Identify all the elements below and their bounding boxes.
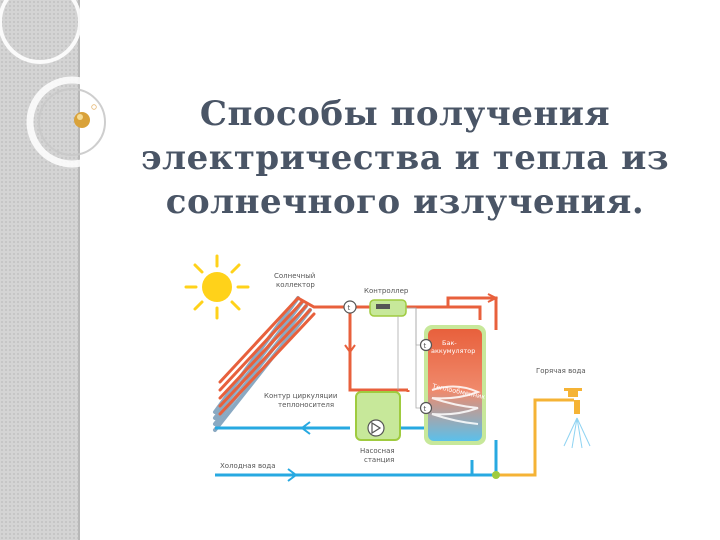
collector-label-1: Солнечный [274,272,315,280]
pump-label-1: Насосная [360,447,395,455]
circuit-label-2: теплоносителя [278,401,334,409]
hot-pipe [297,293,499,392]
title-line-3: солнечного излучения. [165,182,645,223]
hot-water-tap [492,388,591,479]
temperature-sensor-icon: t t t [343,300,433,415]
deco-small-ring [91,104,97,110]
sun-icon [184,254,250,320]
deco-ring-middle [26,76,118,168]
sensor-label-1: t [348,304,351,312]
tank-label-1: Бак- [442,339,457,347]
sensor-label-3: t [424,405,427,413]
slide-title: Способы получения электричества и тепла … [100,92,710,225]
deco-gold-bead [74,112,90,128]
solar-collector [213,296,316,432]
decorative-rings [0,0,118,168]
title-line-1: Способы получения [199,94,611,134]
controller-label: Контроллер [364,287,409,295]
sensor-label-2: t [424,342,427,350]
cold-water-label: Холодная вода [220,462,276,470]
tank-label-2: аккумулятор [431,347,475,355]
deco-ring-top [0,0,82,64]
title-line-2: электричества и тепла из [140,138,670,179]
storage-tank [424,325,486,445]
deco-ring-inner [38,88,106,156]
sidebar-edge [78,0,80,540]
circuit-label-1: Контур циркуляции [264,392,337,400]
pump-station [355,391,401,441]
solar-heating-diagram: t t t Солнечный коллектор Контроллер Бак… [184,254,591,482]
pump-label-2: станция [364,456,394,464]
hot-water-label: Горячая вода [536,367,586,375]
collector-label-2: коллектор [276,281,315,289]
deco-gold-highlight [77,114,83,120]
